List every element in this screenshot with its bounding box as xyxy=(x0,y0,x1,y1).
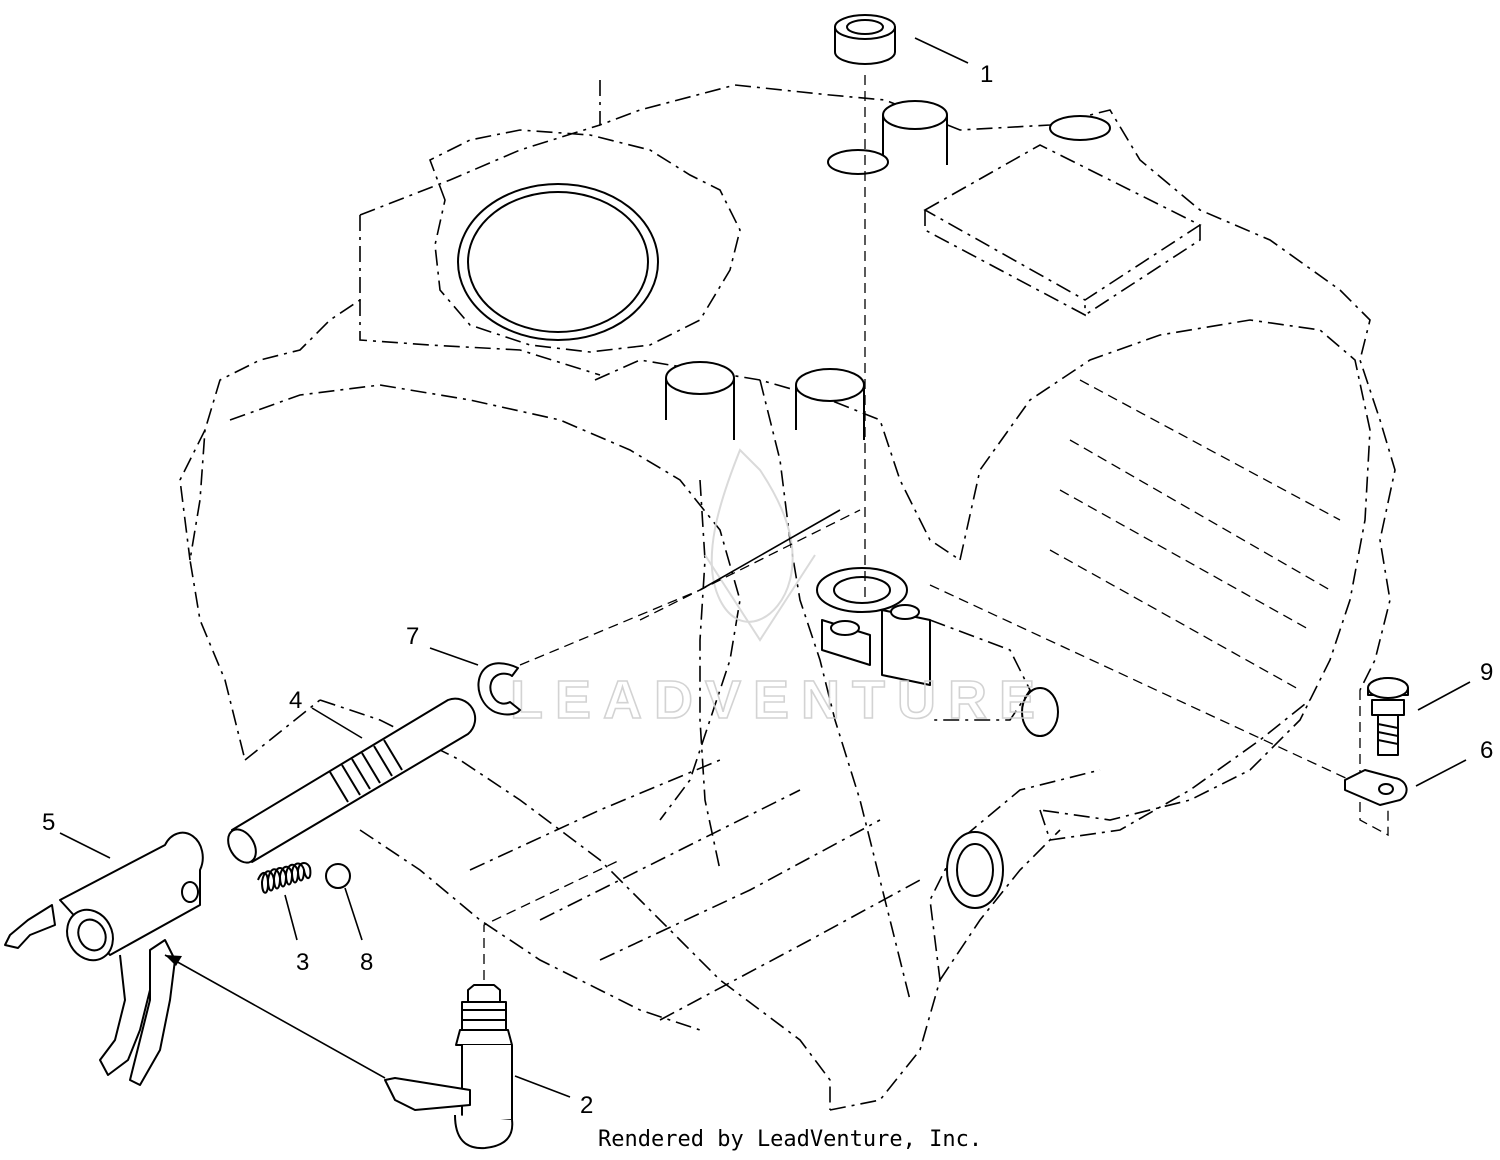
part-8-detent-ball xyxy=(325,863,351,889)
callout-9: 9 xyxy=(1480,659,1493,686)
callout-3: 3 xyxy=(296,949,309,976)
part-4-shift-rod xyxy=(227,697,477,864)
shifter-boss xyxy=(816,567,908,613)
callout-2: 2 xyxy=(580,1092,593,1119)
leader-lines xyxy=(59,37,1471,1098)
leader-arrowhead xyxy=(165,955,182,966)
callout-5: 5 xyxy=(42,809,55,836)
transmission-housing-outline xyxy=(179,80,1396,1111)
part-3-detent-spring xyxy=(257,862,312,894)
part-7-e-clip xyxy=(477,662,521,716)
callout-6: 6 xyxy=(1480,737,1493,764)
part-1-oil-seal xyxy=(834,14,896,65)
part-5-shift-fork xyxy=(4,831,204,1086)
render-credit: Rendered by LeadVenture, Inc. xyxy=(598,1127,982,1152)
callout-4: 4 xyxy=(289,687,302,714)
callout-1: 1 xyxy=(980,61,993,88)
callout-labels: 1 2 3 4 5 6 7 8 9 xyxy=(42,61,1493,1119)
assembly-centerlines xyxy=(483,75,1351,980)
part-2-shift-arm xyxy=(384,984,514,1150)
callout-8: 8 xyxy=(360,949,373,976)
part-9-bolt xyxy=(1367,677,1409,756)
leadventure-watermark: LEADVENTURE xyxy=(509,448,1047,731)
callout-7: 7 xyxy=(406,623,419,650)
watermark-text: LEADVENTURE xyxy=(510,670,1047,730)
part-6-bracket-plate xyxy=(1344,769,1408,806)
housing-bearing-bore xyxy=(457,183,659,341)
